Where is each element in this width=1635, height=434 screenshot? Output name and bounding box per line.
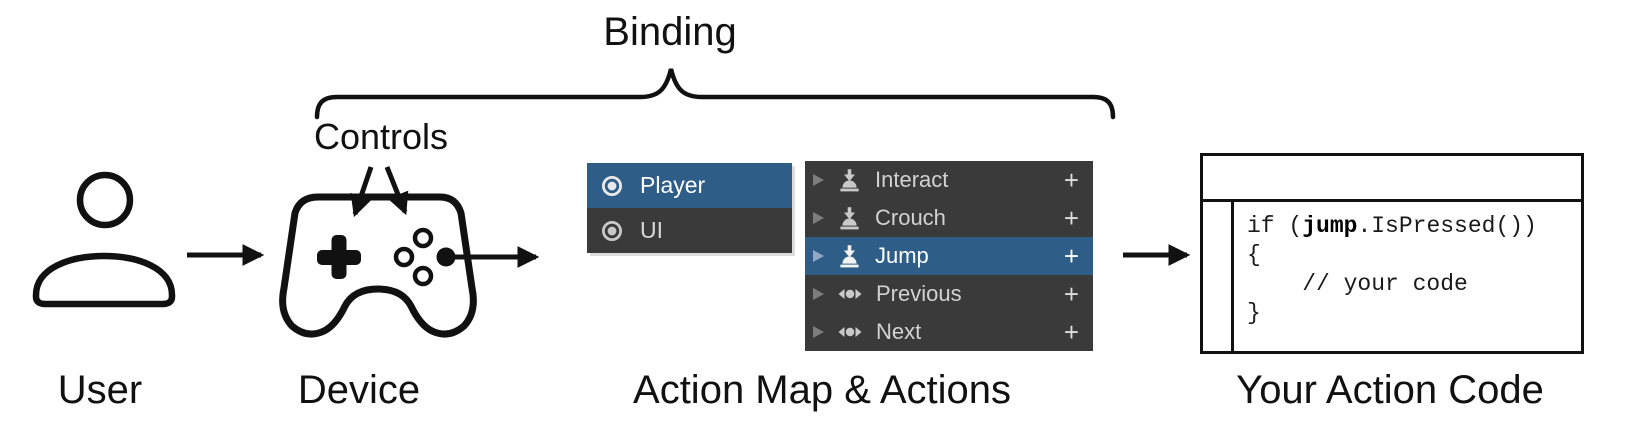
disclosure-triangle-icon[interactable] [812, 172, 825, 188]
device-label: Device [297, 368, 421, 412]
add-binding-button[interactable]: + [1063, 241, 1079, 271]
button-action-icon [837, 244, 862, 269]
action-row-jump[interactable]: Jump + [805, 237, 1093, 275]
action-map-row-player[interactable]: Player [587, 163, 792, 208]
action-map-icon [600, 174, 624, 198]
action-row-label: Next [876, 319, 922, 344]
axis-action-icon [837, 285, 863, 303]
add-binding-button[interactable]: + [1063, 279, 1079, 309]
action-row-crouch[interactable]: Crouch + [805, 199, 1093, 237]
code-line: // your code [1247, 271, 1468, 297]
button-action-icon [837, 206, 862, 231]
code-gutter-line [1231, 202, 1234, 354]
button-action-icon [837, 168, 862, 193]
actions-panel: Interact + Crouch + Jump + Previous + Next + [805, 161, 1093, 351]
action-code-label: Your Action Code [1236, 368, 1544, 412]
binding-brace [314, 68, 1116, 120]
axis-action-icon [837, 323, 863, 341]
action-row-next[interactable]: Next + [805, 313, 1093, 351]
controls-label: Controls [313, 116, 449, 157]
add-binding-button[interactable]: + [1063, 203, 1079, 233]
code-window-body: if (jump.IsPressed()) { // your code} [1203, 202, 1581, 354]
code-window: if (jump.IsPressed()) { // your code} [1200, 153, 1584, 354]
add-binding-button[interactable]: + [1063, 317, 1079, 347]
gamepad-icon [279, 193, 477, 338]
action-row-label: Crouch [875, 205, 946, 230]
action-map-icon [600, 219, 624, 243]
disclosure-triangle-icon[interactable] [812, 324, 825, 340]
code-block: if (jump.IsPressed()) { // your code} [1247, 212, 1537, 328]
action-row-interact[interactable]: Interact + [805, 161, 1093, 199]
action-row-label: Previous [876, 281, 962, 306]
code-window-titlebar [1203, 156, 1581, 202]
binding-label: Binding [603, 10, 737, 54]
code-line: if (jump.IsPressed()) [1247, 213, 1537, 239]
code-line: } [1247, 300, 1261, 326]
action-map-row-label: Player [640, 172, 706, 198]
user-icon [32, 171, 176, 308]
controls-pointer-arrows [350, 166, 409, 218]
action-row-previous[interactable]: Previous + [805, 275, 1093, 313]
add-binding-button[interactable]: + [1063, 165, 1079, 195]
action-map-row-label: UI [640, 217, 663, 243]
dpad-icon [317, 235, 361, 279]
action-row-label: Interact [875, 167, 949, 192]
action-map-label: Action Map & Actions [633, 368, 1011, 412]
disclosure-triangle-icon[interactable] [812, 286, 825, 302]
disclosure-triangle-icon[interactable] [812, 248, 825, 264]
code-line: { [1247, 242, 1261, 268]
action-map-row-ui[interactable]: UI [587, 208, 792, 253]
face-buttons-icon [393, 227, 456, 287]
disclosure-triangle-icon[interactable] [812, 210, 825, 226]
action-row-label: Jump [875, 243, 929, 268]
user-label: User [57, 368, 143, 412]
